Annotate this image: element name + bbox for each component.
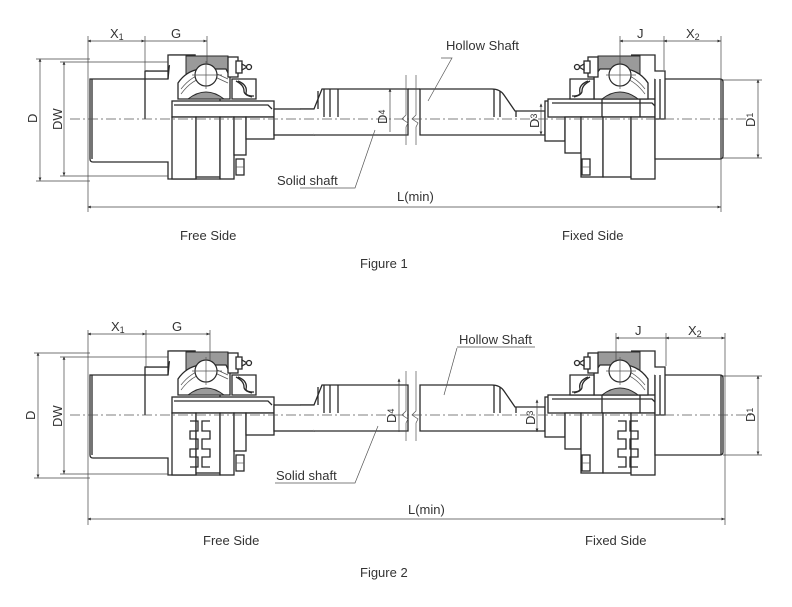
- figure-caption: Figure 1: [360, 256, 408, 271]
- dimensions-figure-2: [34, 330, 762, 525]
- free-side-label: Free Side: [203, 533, 259, 548]
- label-d1: D1: [743, 408, 758, 422]
- label-length: L(min): [408, 502, 445, 517]
- fixed-side-label: Fixed Side: [585, 533, 646, 548]
- free-side-assembly: [89, 54, 409, 180]
- label-hollow-shaft: Hollow Shaft: [446, 38, 519, 53]
- break-symbol: [401, 371, 419, 441]
- fixed-side-assembly: [419, 54, 724, 180]
- label-x2: X2: [688, 323, 702, 339]
- dimensions-figure-1: [36, 36, 762, 212]
- label-length: L(min): [397, 189, 434, 204]
- label-x2: X2: [686, 26, 700, 42]
- label-d: D: [23, 411, 38, 420]
- label-d3: D3: [527, 114, 542, 128]
- label-d4: D4: [375, 110, 390, 124]
- fixed-side-label: Fixed Side: [562, 228, 623, 243]
- label-g: G: [172, 319, 182, 334]
- label-dw: DW: [50, 405, 65, 427]
- figure-2: [70, 350, 752, 476]
- free-side-assembly: [89, 350, 409, 476]
- label-d4: D4: [384, 409, 399, 423]
- label-x1: X1: [111, 319, 125, 335]
- label-d: D: [25, 114, 40, 123]
- label-dw: DW: [50, 108, 65, 130]
- label-g: G: [171, 26, 181, 41]
- labels-figure-2: X1 G J X2 D DW D4 D3 D1 Hollow Shaft Sol…: [23, 319, 758, 580]
- label-hollow-shaft: Hollow Shaft: [459, 332, 532, 347]
- free-side-label: Free Side: [180, 228, 236, 243]
- label-j: J: [637, 26, 644, 41]
- label-d3: D3: [523, 411, 538, 425]
- figure-caption: Figure 2: [360, 565, 408, 580]
- label-j: J: [635, 323, 642, 338]
- label-solid-shaft: Solid shaft: [277, 173, 338, 188]
- label-x1: X1: [110, 26, 124, 42]
- fixed-side-assembly: [419, 350, 724, 476]
- labels-figure-1: X1 G J X2 D DW D4 D3 D1 Hollow Shaft Sol…: [25, 26, 758, 271]
- figure-1: [70, 54, 752, 180]
- label-d1: D1: [743, 113, 758, 127]
- label-solid-shaft: Solid shaft: [276, 468, 337, 483]
- break-symbol: [401, 75, 420, 145]
